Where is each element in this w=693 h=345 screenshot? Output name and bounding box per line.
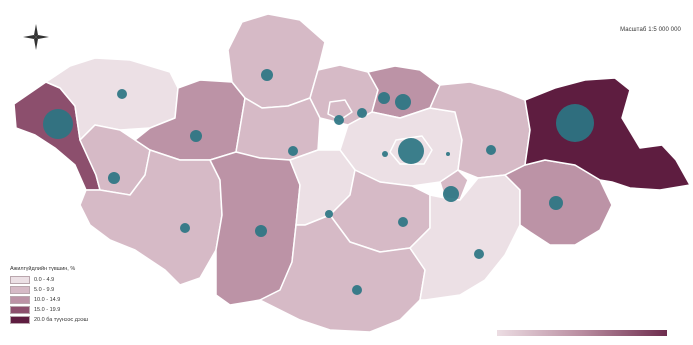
bubble-bulgan[interactable] bbox=[334, 115, 344, 125]
legend-swatch bbox=[10, 286, 30, 294]
province-govi-altai[interactable] bbox=[79, 149, 223, 286]
legend-item: 10.0 - 14.9 bbox=[10, 295, 160, 305]
legend-label: 10.0 - 14.9 bbox=[34, 297, 61, 303]
bubble-bayan-olgii[interactable] bbox=[43, 109, 73, 139]
legend-swatch bbox=[10, 306, 30, 314]
legend-item: 20.0 ба түүнээс дээш bbox=[10, 315, 160, 325]
legend-swatch bbox=[10, 316, 30, 324]
bubble-khovd[interactable] bbox=[108, 172, 120, 184]
bubble-ulaanbaatar[interactable] bbox=[398, 138, 424, 164]
legend-label: 15.0 - 19.9 bbox=[34, 307, 61, 313]
bubble-umnugovi[interactable] bbox=[352, 285, 362, 295]
bubble-bayankhongor[interactable] bbox=[255, 225, 267, 237]
bubble-selenge[interactable] bbox=[378, 92, 390, 104]
legend-item: 5.0 - 9.9 bbox=[10, 285, 160, 295]
bubble-govi-altai[interactable] bbox=[180, 223, 190, 233]
bubble-uvs[interactable] bbox=[117, 89, 127, 99]
bubble-orkhon[interactable] bbox=[357, 108, 367, 118]
province-dornogovi[interactable] bbox=[409, 174, 521, 301]
north-arrow-icon bbox=[23, 24, 49, 50]
province-regions bbox=[13, 13, 691, 333]
map-scale-text: Масштаб 1:5 000 000 bbox=[620, 27, 681, 33]
legend-title: Ажилгүйдлийн түвшин, % bbox=[10, 266, 76, 272]
bubble-darkhan[interactable] bbox=[395, 94, 411, 110]
legend: Ажилгүйдлийн түвшин, % 0.0 - 4.9 5.0 - 9… bbox=[10, 266, 160, 325]
bubble-sukhbaatar[interactable] bbox=[549, 196, 563, 210]
bubble-tuv[interactable] bbox=[382, 151, 388, 157]
province-arkhangai[interactable] bbox=[235, 97, 321, 161]
bubble-dornod[interactable] bbox=[556, 104, 594, 142]
scale-gradient bbox=[497, 330, 667, 336]
gradient-scale-bar bbox=[497, 330, 667, 344]
province-orkhon[interactable] bbox=[327, 99, 353, 121]
bubble-khuvsgul[interactable] bbox=[261, 69, 273, 81]
bubble-dundgovi[interactable] bbox=[398, 217, 408, 227]
legend-label: 20.0 ба түүнээс дээш bbox=[34, 317, 89, 323]
bubble-small-1[interactable] bbox=[446, 152, 450, 156]
legend-swatch bbox=[10, 276, 30, 284]
province-dornod[interactable] bbox=[524, 77, 691, 191]
legend-swatch bbox=[10, 296, 30, 304]
bubble-govisumber[interactable] bbox=[443, 186, 459, 202]
bubble-khentii[interactable] bbox=[486, 145, 496, 155]
legend-label: 5.0 - 9.9 bbox=[34, 287, 55, 293]
legend-item: 15.0 - 19.9 bbox=[10, 305, 160, 315]
legend-label: 0.0 - 4.9 bbox=[34, 277, 55, 283]
bubble-uvurkhangai[interactable] bbox=[325, 210, 333, 218]
province-umnugovi[interactable] bbox=[259, 214, 426, 333]
unemployment-bubbles bbox=[43, 69, 594, 295]
legend-item: 0.0 - 4.9 bbox=[10, 275, 160, 285]
bubble-dornogovi[interactable] bbox=[474, 249, 484, 259]
bubble-arkhangai[interactable] bbox=[288, 146, 298, 156]
bubble-zavkhan[interactable] bbox=[190, 130, 202, 142]
